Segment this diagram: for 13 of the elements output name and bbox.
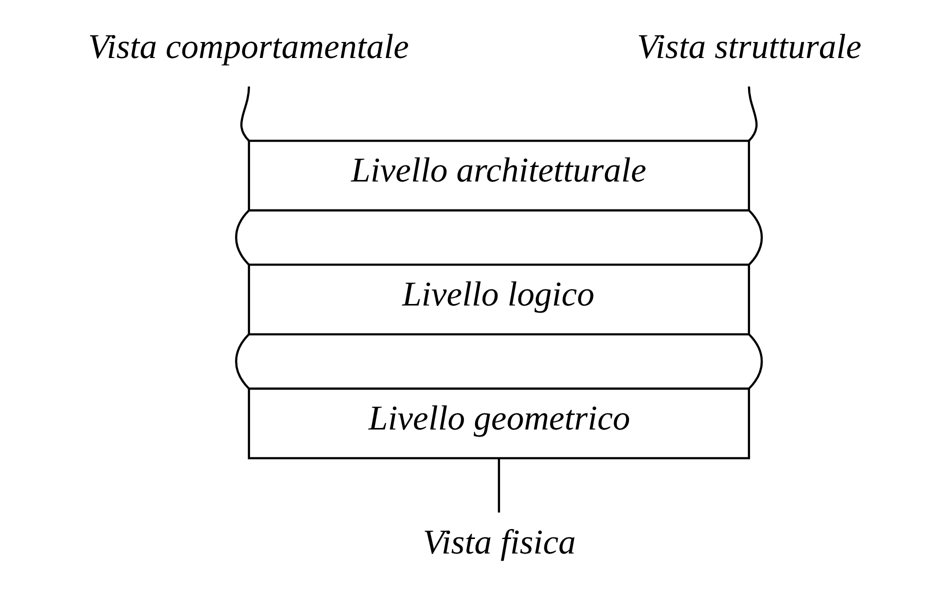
node-text: Vista fisica xyxy=(422,522,576,562)
connector xyxy=(747,86,758,142)
connector xyxy=(748,334,762,390)
node-box: Livello logico xyxy=(247,264,750,336)
node-text: Vista strutturale xyxy=(636,26,861,66)
connector xyxy=(234,210,250,266)
connector xyxy=(748,210,762,266)
node-box: Livello geometrico xyxy=(247,388,750,460)
connector xyxy=(234,334,250,390)
connector xyxy=(497,458,500,513)
node-text: Vista comportamentale xyxy=(88,26,408,66)
connector xyxy=(240,86,250,142)
node-box: Livello architetturale xyxy=(247,140,750,212)
